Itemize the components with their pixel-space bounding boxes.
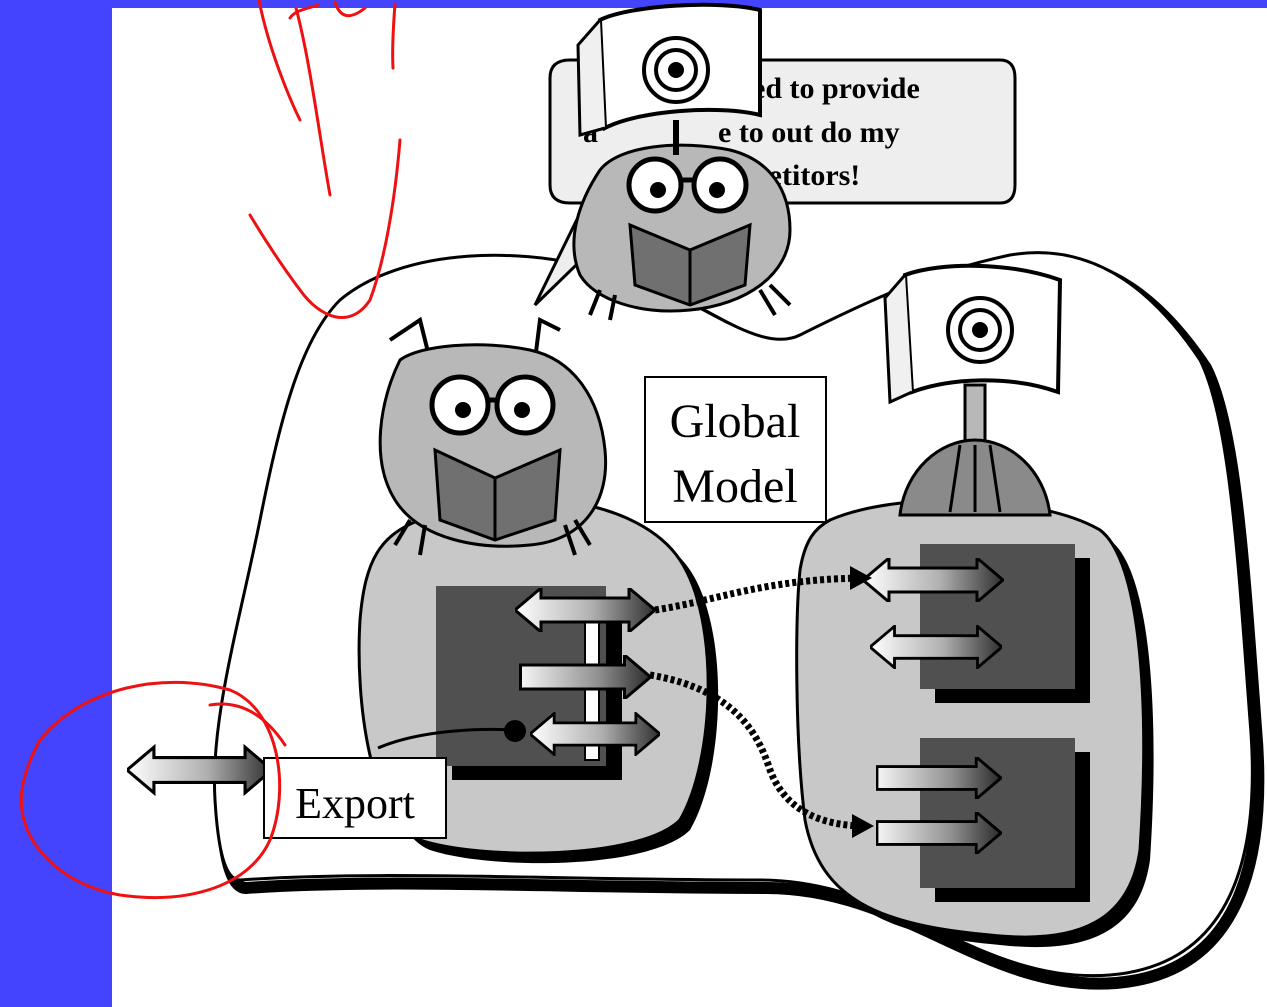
- bubble-line-2: e to out do my: [718, 116, 900, 149]
- dotted-connector: [654, 574, 861, 614]
- owl-reading-icon: [378, 316, 608, 556]
- right-upper-component-box: [920, 544, 1075, 689]
- owl-reading-icon: [572, 143, 792, 321]
- global-model-line2: Model: [672, 460, 797, 513]
- camera-target-icon: [576, 2, 762, 155]
- dotted-connector: [649, 671, 863, 830]
- top-accent-bar: [0, 0, 1267, 8]
- left-accent-bar: [0, 0, 112, 1007]
- double-arrow-icon: [127, 745, 272, 795]
- connector-arrowhead: [852, 814, 874, 838]
- export-box: [263, 757, 447, 839]
- export-link-dot: [504, 720, 526, 742]
- handwritten-annotation: [19, 0, 402, 899]
- camera-target-icon: [883, 263, 1063, 517]
- right-lower-component-box: [920, 738, 1075, 888]
- bubble-line-1: ed to provide: [752, 72, 920, 105]
- global-model-box: [644, 376, 827, 523]
- connector-arrowhead: [850, 566, 872, 590]
- export-label: Export: [295, 779, 415, 828]
- export-link-line: [377, 727, 516, 750]
- global-model-line1: Global: [670, 395, 801, 448]
